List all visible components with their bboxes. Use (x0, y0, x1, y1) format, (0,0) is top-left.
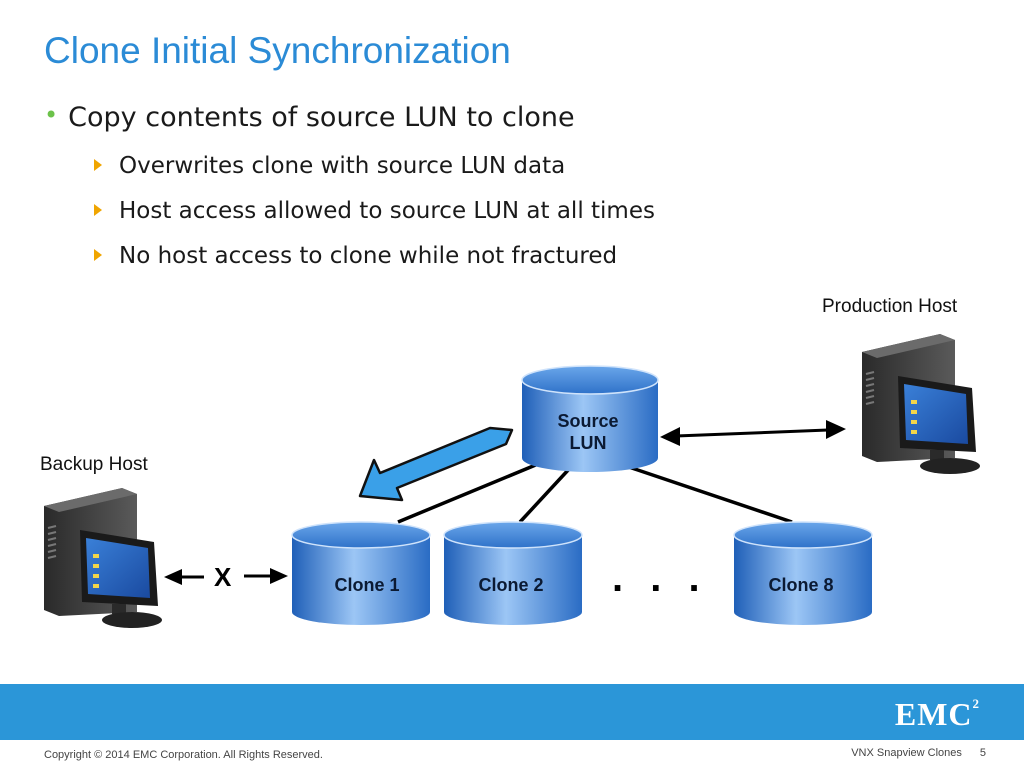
backup-host-label: Backup Host (40, 454, 148, 475)
ellipsis-label: . . . (612, 556, 708, 600)
sync-arrow-icon (358, 426, 514, 502)
production-host-computer-icon (862, 334, 980, 474)
clone-1-label: Clone 1 (334, 575, 400, 595)
line-source-clone2 (518, 466, 572, 524)
sub-bullet-item: No host access to clone while not fractu… (94, 243, 617, 269)
sub-bullet-item: Host access allowed to source LUN at all… (94, 198, 655, 224)
page-number: 5 (979, 747, 986, 759)
clone-8-label: Clone 8 (768, 575, 834, 595)
footer-bar: EMC2 (0, 684, 1024, 740)
bullet-text: Copy contents of source LUN to clone (68, 102, 575, 133)
bullet-dot-icon: • (44, 101, 59, 129)
source-lun-cylinder (521, 365, 659, 472)
line-source-clone1 (397, 462, 539, 524)
triangle-bullet-icon (94, 204, 102, 216)
clone-8-cylinder (733, 521, 873, 625)
blocked-arrows-icon (164, 568, 288, 585)
triangle-bullet-icon (94, 159, 102, 171)
triangle-bullet-icon (94, 249, 102, 261)
clone-2-cylinder (443, 521, 583, 625)
backup-host-computer-icon (44, 488, 162, 628)
slide-title: Clone Initial Synchronization (44, 30, 511, 71)
bullet-item: • Copy contents of source LUN to clone (44, 101, 575, 133)
copyright-text: Copyright © 2014 EMC Corporation. All Ri… (44, 749, 323, 761)
connection-lines (397, 462, 793, 524)
blocked-marker: X (214, 562, 232, 592)
double-arrow-icon (660, 420, 846, 446)
source-lun-label: Source LUN (557, 411, 619, 453)
clone-1-cylinder (291, 521, 431, 625)
line-source-clone8 (619, 462, 793, 524)
clone-2-label: Clone 2 (478, 575, 544, 595)
emc-logo: EMC2 (894, 696, 980, 732)
footer-right: VNX Snapview Clones 5 (851, 747, 986, 759)
production-host-label: Production Host (822, 296, 958, 317)
deck-title: VNX Snapview Clones (851, 747, 962, 759)
sub-bullet-item: Overwrites clone with source LUN data (94, 153, 565, 179)
